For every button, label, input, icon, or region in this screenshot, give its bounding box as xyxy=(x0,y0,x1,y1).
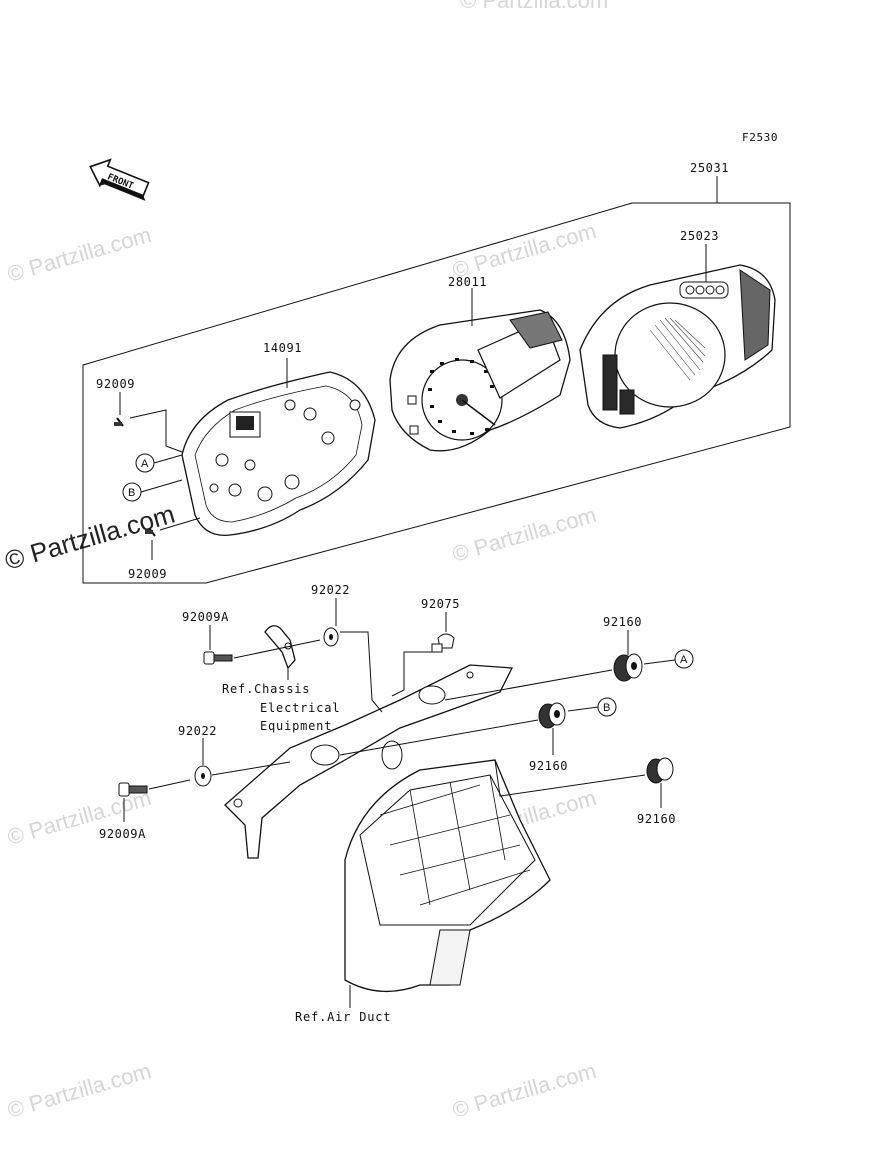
callout-92160-c: 92160 xyxy=(637,812,676,826)
callout-92075: 92075 xyxy=(421,597,460,611)
washer-92022-mid xyxy=(194,765,212,787)
air-duct xyxy=(344,759,551,993)
leader-92160-b-axis xyxy=(339,719,539,756)
leader-marker-b-left xyxy=(140,479,183,493)
callout-28011: 28011 xyxy=(448,275,487,289)
watermark-top: © Partzilla.com xyxy=(460,0,608,13)
watermark-7: © Partzilla.com xyxy=(449,1058,598,1123)
leader-92022-top-to-bracket xyxy=(340,631,383,713)
watermark-6: © Partzilla.com xyxy=(4,1058,153,1123)
grommet-92160-c xyxy=(646,757,674,784)
callout-14091: 14091 xyxy=(263,341,302,355)
grommet-92160-b xyxy=(538,702,566,729)
meter-cover xyxy=(579,264,776,429)
leader-92075-to-bracket xyxy=(391,651,440,697)
marker-b-left-text: B xyxy=(128,487,135,499)
callout-92009A-bottom: 92009A xyxy=(99,827,146,841)
leader-92160-c-axis xyxy=(494,759,646,797)
leader-92009-top-to-case xyxy=(129,409,183,453)
bolt-92009A-bottom xyxy=(118,782,148,797)
callout-92160-b: 92160 xyxy=(529,759,568,773)
marker-b-left: B xyxy=(122,482,142,502)
leader-92160-a-to-marker xyxy=(643,659,676,665)
callout-92009-bottom: 92009 xyxy=(128,567,167,581)
callout-25031: 25031 xyxy=(690,161,729,175)
grommet-92075 xyxy=(431,633,455,653)
assembly-outline xyxy=(82,202,791,584)
callout-92022-top: 92022 xyxy=(311,583,350,597)
bolt-92009A-top xyxy=(203,651,233,665)
marker-b-right-text: B xyxy=(603,702,610,714)
ref-chassis-line3: Equipment xyxy=(260,719,332,733)
ref-chassis-line2: Electrical xyxy=(260,701,340,715)
screw-92009-bottom xyxy=(145,527,156,537)
callout-92022-mid: 92022 xyxy=(178,724,217,738)
marker-a-right-text: A xyxy=(680,654,688,666)
meter-unit xyxy=(389,309,571,452)
ref-chassis-line1: Ref.Chassis xyxy=(222,682,310,696)
leader-92160-a-axis xyxy=(444,669,613,701)
marker-a-left-text: A xyxy=(141,458,149,470)
meter-case xyxy=(181,371,376,536)
watermark-1: © Partzilla.com xyxy=(4,222,153,287)
callout-92160-a: 92160 xyxy=(603,615,642,629)
marker-a-left: A xyxy=(135,453,155,473)
marker-a-right: A xyxy=(674,649,694,669)
figure-code: F2530 xyxy=(742,131,778,144)
leader-92009A-bottom-axis xyxy=(148,779,191,790)
chassis-clip xyxy=(264,625,296,670)
watermark-prominent: © Partzilla.com xyxy=(1,499,178,576)
ref-air-duct: Ref.Air Duct xyxy=(295,1010,391,1024)
meter-bracket xyxy=(224,664,514,859)
leader-marker-a-left xyxy=(153,454,183,464)
screw-92009-top xyxy=(114,417,124,427)
leader-92160-b-to-marker xyxy=(567,706,599,712)
washer-92022-top xyxy=(323,627,339,647)
front-arrow-icon: FRONT xyxy=(89,158,150,201)
leader-92022-mid-axis xyxy=(211,761,291,776)
callout-92009A-top: 92009A xyxy=(182,610,229,624)
grommet-92160-a xyxy=(613,653,643,682)
callout-92009-top: 92009 xyxy=(96,377,135,391)
leader-92009-bottom-to-case xyxy=(159,517,201,531)
leader-92009A-top-axis xyxy=(233,639,321,659)
marker-b-right: B xyxy=(597,697,617,717)
callout-25023: 25023 xyxy=(680,229,719,243)
